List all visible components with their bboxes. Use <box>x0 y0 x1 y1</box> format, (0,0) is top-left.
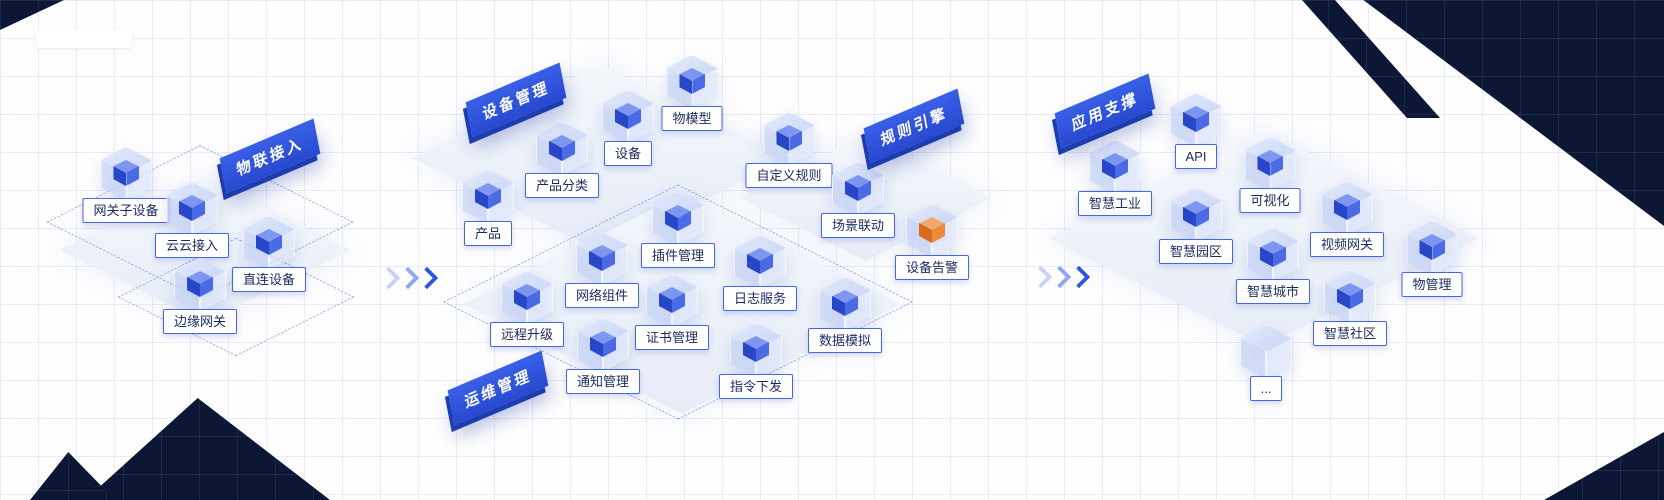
feature-cloud-to-cloud-access: 云云接入 <box>154 182 230 258</box>
thing-model-icon <box>665 55 718 109</box>
feature-visualization: 可视化 <box>1239 137 1301 213</box>
feature-thing-model: 物模型 <box>661 55 723 131</box>
feature-direct-device: 直连设备 <box>231 216 307 292</box>
notification-icon <box>576 318 629 372</box>
corner-decoration-top-left <box>0 0 64 30</box>
feature-remote-upgrade: 远程升级 <box>489 271 565 347</box>
corner-decoration-bottom-left <box>85 398 330 500</box>
custom-rule-icon <box>762 112 815 166</box>
device-stack-icon <box>602 90 654 144</box>
smart-city-icon <box>1246 228 1299 282</box>
feature-notification-management: 通知管理 <box>565 318 641 394</box>
network-component-icon <box>575 232 628 286</box>
feature-device-alarm: 设备告警 <box>894 204 970 280</box>
thing-management-icon <box>1405 221 1458 275</box>
command-dispatch-icon <box>729 323 782 377</box>
feature-label: 插件管理 <box>640 243 716 268</box>
cloud-access-icon <box>165 182 218 236</box>
feature-log-service: 日志服务 <box>722 235 798 311</box>
log-service-icon <box>733 235 786 289</box>
feature-label: 日志服务 <box>722 286 798 311</box>
logo-placeholder <box>36 30 132 48</box>
feature-label: 产品 <box>463 221 512 246</box>
feature-label: 物管理 <box>1401 272 1463 297</box>
product-cube-icon <box>462 170 514 224</box>
feature-network-component: 网络组件 <box>564 232 640 308</box>
feature-custom-rule: 自定义规则 <box>745 112 833 188</box>
visualization-icon <box>1243 137 1296 191</box>
feature-label: 智慧社区 <box>1312 321 1388 346</box>
feature-data-simulation: 数据模拟 <box>807 277 883 353</box>
feature-label: 设备告警 <box>894 255 970 280</box>
feature-label: 自定义规则 <box>745 163 833 188</box>
feature-label: 智慧城市 <box>1235 279 1311 304</box>
monitor-icon <box>99 147 152 201</box>
video-gateway-icon <box>1320 181 1373 235</box>
feature-label: 通知管理 <box>565 369 641 394</box>
scene-linkage-icon <box>831 162 884 216</box>
feature-label: 网络组件 <box>564 283 640 308</box>
feature-device: 设备 <box>602 90 654 166</box>
device-alarm-icon <box>905 204 958 258</box>
feature-label: API <box>1174 144 1218 169</box>
feature-plugin-management: 插件管理 <box>640 192 716 268</box>
product-category-icon <box>535 122 588 176</box>
feature-label: 场景联动 <box>820 213 896 238</box>
feature-thing-management: 物管理 <box>1401 221 1463 297</box>
corner-decoration-bottom-left-sliver <box>30 452 115 500</box>
feature-label: 设备 <box>603 141 652 166</box>
feature-label: 指令下发 <box>718 374 794 399</box>
feature-label: 物模型 <box>661 106 723 131</box>
feature-label: ... <box>1249 376 1283 401</box>
plugin-management-icon <box>651 192 704 246</box>
api-globe-icon <box>1170 93 1222 147</box>
feature-label: 远程升级 <box>489 322 565 347</box>
feature-label: 边缘网关 <box>162 309 238 334</box>
ribbon-operations-management: 运维管理 <box>447 350 549 426</box>
feature-label: 云云接入 <box>154 233 230 258</box>
feature-smart-industry: 智慧工业 <box>1077 140 1153 216</box>
feature-smart-city: 智慧城市 <box>1235 228 1311 304</box>
edge-gateway-icon <box>173 258 226 312</box>
ribbon-rule-engine: 规则引擎 <box>863 88 965 164</box>
feature-product-category: 产品分类 <box>524 122 600 198</box>
feature-more: ... <box>1240 325 1292 401</box>
feature-label: 智慧工业 <box>1077 191 1153 216</box>
feature-scene-linkage: 场景联动 <box>820 162 896 238</box>
certificate-icon <box>645 274 698 328</box>
flow-arrows-1 <box>377 266 439 290</box>
smart-community-icon <box>1323 270 1376 324</box>
feature-edge-gateway: 边缘网关 <box>162 258 238 334</box>
corner-decoration-bottom-right <box>1544 432 1664 500</box>
more-icon <box>1240 325 1292 379</box>
chevron-right-icon <box>415 266 439 290</box>
feature-smart-park: 智慧园区 <box>1158 188 1234 264</box>
feature-label: 视频网关 <box>1309 232 1385 257</box>
feature-product: 产品 <box>462 170 514 246</box>
ribbon-application-support: 应用支撑 <box>1054 73 1156 149</box>
smart-industry-icon <box>1088 140 1141 194</box>
feature-smart-community: 智慧社区 <box>1312 270 1388 346</box>
feature-label: 直连设备 <box>231 267 307 292</box>
link-icon <box>242 216 295 270</box>
feature-video-gateway: 视频网关 <box>1309 181 1385 257</box>
feature-label: 数据模拟 <box>807 328 883 353</box>
feature-label: 可视化 <box>1239 188 1301 213</box>
feature-gateway-sub-device: 网关子设备 <box>82 147 170 223</box>
feature-api: API <box>1170 93 1222 169</box>
smart-park-icon <box>1169 188 1222 242</box>
feature-label: 产品分类 <box>524 173 600 198</box>
feature-command-dispatch: 指令下发 <box>718 323 794 399</box>
flow-arrows-2 <box>1029 265 1091 289</box>
chevron-right-icon <box>1067 265 1091 289</box>
feature-label: 证书管理 <box>634 325 710 350</box>
remote-upgrade-icon <box>500 271 553 325</box>
feature-certificate-management: 证书管理 <box>634 274 710 350</box>
feature-label: 智慧园区 <box>1158 239 1234 264</box>
data-simulation-icon <box>818 277 871 331</box>
